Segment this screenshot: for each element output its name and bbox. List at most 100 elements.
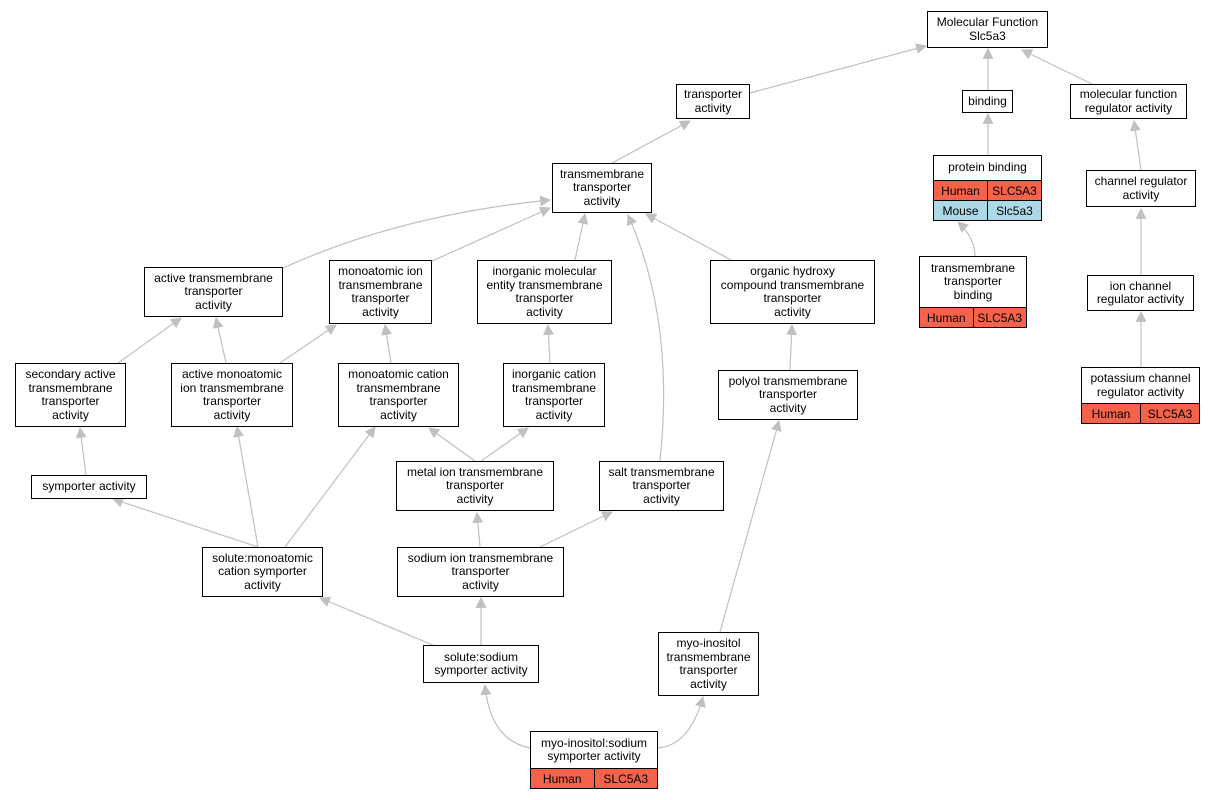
graph-edge bbox=[1129, 119, 1142, 171]
graph-edge bbox=[428, 427, 476, 462]
go-term-label-line: transporter bbox=[445, 478, 505, 493]
graph-edge bbox=[472, 511, 484, 548]
go-term-label-line: monoatomic ion bbox=[338, 264, 423, 278]
go-term-label-line: activity bbox=[380, 407, 417, 422]
graph-edge bbox=[543, 323, 555, 364]
go-term-label-line: transporter bbox=[184, 284, 243, 299]
go-term-label-line: metal ion transmembrane bbox=[406, 464, 544, 479]
graph-edge bbox=[611, 120, 691, 164]
go-term-label-line: entity transmembrane bbox=[486, 277, 603, 292]
graph-edge bbox=[627, 213, 665, 462]
go-term-node[interactable]: symporter activity bbox=[31, 475, 147, 499]
go-term-label-line: myo-inositol bbox=[676, 636, 741, 650]
graph-edge bbox=[957, 221, 976, 257]
go-term-label-line: protein binding bbox=[948, 160, 1027, 175]
go-term-label-line: activity bbox=[213, 407, 251, 422]
go-term-label-line: inorganic cation bbox=[511, 367, 597, 381]
go-term-label-line: compound transmembrane bbox=[720, 277, 865, 292]
go-term-label-line: regulator activity bbox=[1084, 100, 1173, 115]
go-term-label-line: binding bbox=[953, 287, 993, 302]
go-term-label-line: transmembrane bbox=[28, 380, 113, 395]
go-term-node[interactable]: binding bbox=[962, 90, 1013, 113]
graph-edge bbox=[429, 207, 552, 263]
go-term-label-line: activity bbox=[195, 297, 232, 312]
go-term-label-line: transmembrane bbox=[511, 380, 597, 395]
go-term-label-line: regulator activity bbox=[1096, 384, 1185, 399]
go-term-label-line: transporter bbox=[515, 291, 574, 305]
graph-edge bbox=[574, 212, 589, 261]
go-term-label-line: transporter bbox=[683, 87, 743, 101]
go-term-label-line: inorganic molecular bbox=[492, 264, 597, 278]
go-term-label-line: symporter activity bbox=[434, 663, 528, 677]
annotation-species: Human bbox=[941, 183, 980, 198]
go-term-label-line: regulator activity bbox=[1096, 292, 1185, 306]
graph-edge bbox=[539, 511, 613, 548]
graph-edge bbox=[645, 213, 734, 262]
annotation-species: Mouse bbox=[942, 203, 979, 218]
go-term-label-line: transporter bbox=[943, 274, 1002, 289]
go-term-label-line: potassium channel bbox=[1090, 371, 1191, 385]
graph-edge bbox=[279, 324, 337, 364]
go-term-label-line: activity bbox=[643, 491, 680, 506]
go-term-label: protein binding bbox=[934, 156, 1041, 180]
graph-edge bbox=[657, 695, 706, 749]
go-term-label-line: transporter bbox=[524, 394, 584, 408]
annotation-species: Human bbox=[1091, 406, 1131, 421]
go-term-label-line: activity bbox=[456, 491, 494, 506]
go-term-label-line: Slc5a3 bbox=[969, 28, 1006, 43]
graph-edge bbox=[117, 317, 182, 364]
annotation-row: Human SLC5A3 bbox=[1082, 403, 1199, 423]
go-term-label-line: transporter bbox=[572, 180, 631, 195]
graph-edge bbox=[75, 426, 87, 476]
graph-edge bbox=[381, 323, 392, 364]
graph-edge bbox=[749, 43, 928, 94]
go-term-label-line: activity bbox=[462, 577, 499, 592]
go-term-label-line: molecular function bbox=[1079, 87, 1178, 101]
go-term-label-line: active monoatomic bbox=[181, 367, 283, 381]
annotation-species: Human bbox=[926, 310, 966, 325]
annotation-gene: SLC5A3 bbox=[1140, 404, 1199, 423]
go-term-label-line: activity bbox=[362, 304, 399, 319]
graph-edge bbox=[1021, 49, 1093, 85]
go-term-label-line: salt transmembrane bbox=[608, 464, 715, 479]
graph-edge bbox=[212, 316, 227, 364]
go-term-label-line: transporter bbox=[451, 564, 510, 579]
